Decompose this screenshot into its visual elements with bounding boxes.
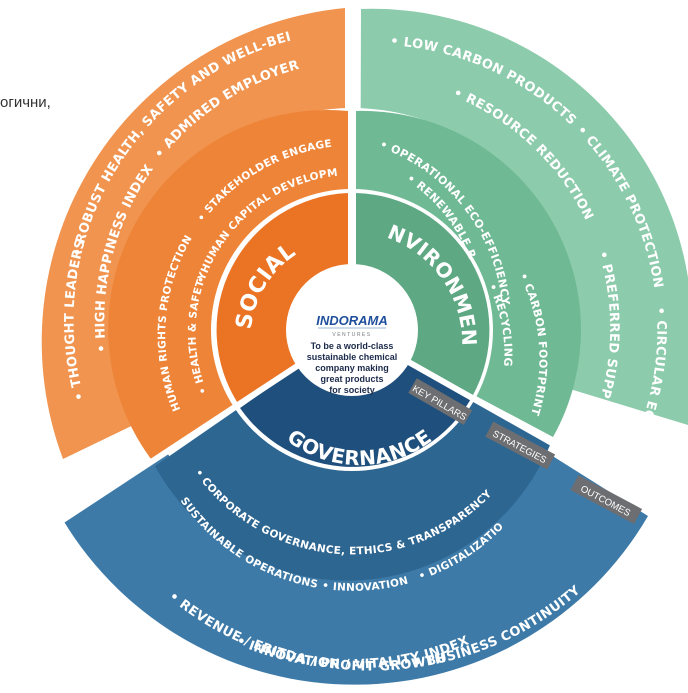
- mission-line-5: for society: [329, 385, 375, 395]
- stray-text: огични,: [0, 94, 51, 111]
- mission-line-2: sustainable chemical: [307, 352, 398, 362]
- mission-line-1: To be a world-class: [311, 341, 394, 351]
- mission-line-4: great products: [320, 374, 383, 384]
- indorama-logo: INDORAMA: [316, 313, 388, 328]
- indorama-logo-sub: VENTURES: [332, 332, 371, 338]
- center-disc: [286, 264, 418, 396]
- governance-pillar: [240, 330, 472, 467]
- mission-line-3: company making: [315, 363, 389, 373]
